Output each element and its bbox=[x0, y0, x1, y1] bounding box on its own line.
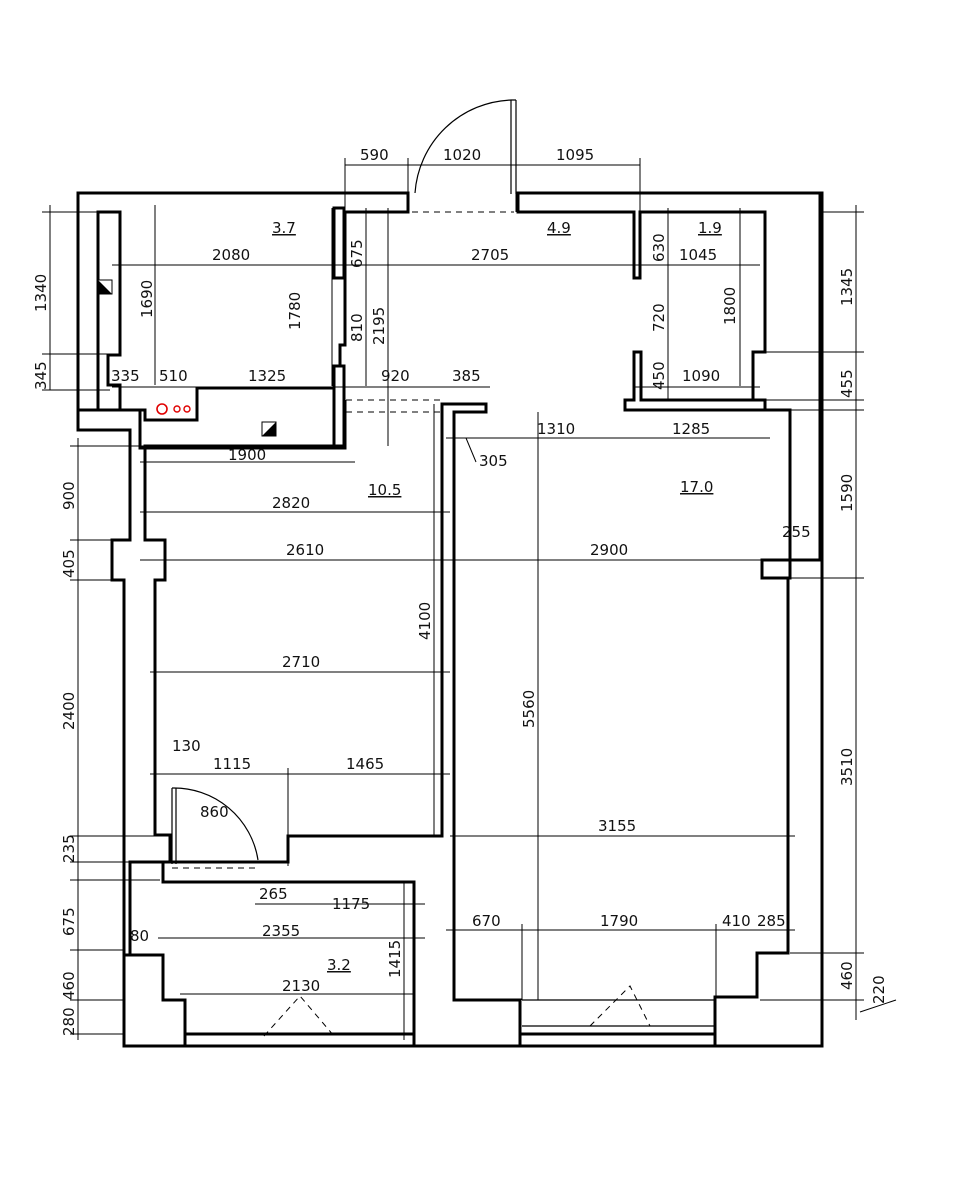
dim-label: 2080 bbox=[212, 246, 250, 264]
room-area-living: 17.0 bbox=[680, 478, 713, 496]
room-area-hall: 4.9 bbox=[547, 219, 571, 237]
dim-label: 1465 bbox=[346, 755, 384, 773]
dim-label: 5560 bbox=[520, 690, 538, 728]
dim-label: 1345 bbox=[838, 268, 856, 306]
dim-label: 2195 bbox=[370, 307, 388, 345]
dim-label: 2355 bbox=[262, 922, 300, 940]
wall-central-partition bbox=[161, 402, 522, 1048]
dim-label: 675 bbox=[60, 907, 78, 936]
wall-balcony-left bbox=[122, 953, 187, 1048]
dim-label: 675 bbox=[348, 239, 366, 268]
dim-label: 2710 bbox=[282, 653, 320, 671]
dim-label: 460 bbox=[838, 961, 856, 990]
room-labels: 3.7 4.9 1.9 10.5 17.0 3.2 bbox=[272, 219, 722, 974]
dim-label: 285 bbox=[757, 912, 786, 930]
dim-label: 720 bbox=[650, 303, 668, 332]
dim-label: 1095 bbox=[556, 146, 594, 164]
dim-label: 2130 bbox=[282, 977, 320, 995]
wall-balcony-bottom bbox=[183, 1032, 416, 1048]
wall-living-bottom bbox=[518, 1032, 717, 1048]
wall-top-right bbox=[516, 191, 822, 580]
ventilation-icon-bedroom-fill bbox=[262, 422, 276, 436]
room-area-bath: 1.9 bbox=[698, 219, 722, 237]
walls bbox=[76, 191, 824, 1048]
dim-label: 2705 bbox=[471, 246, 509, 264]
dim-label: 4100 bbox=[416, 602, 434, 640]
dim-label: 1790 bbox=[600, 912, 638, 930]
dim-label: 1340 bbox=[32, 274, 50, 312]
dim-label: 335 bbox=[111, 367, 140, 385]
dim-label: 630 bbox=[650, 233, 668, 262]
dimension-text: 590 1020 1095 2080 2705 1045 335 510 132… bbox=[32, 146, 888, 1036]
fixtures bbox=[97, 279, 277, 437]
dim-label: 130 bbox=[172, 737, 201, 755]
dim-label: 220 bbox=[870, 975, 888, 1004]
dim-label: 1590 bbox=[838, 474, 856, 512]
dim-label: 920 bbox=[381, 367, 410, 385]
dim-label: 1310 bbox=[537, 420, 575, 438]
dim-label: 1690 bbox=[138, 280, 156, 318]
wall-stub-kitchen-bottom bbox=[332, 364, 346, 448]
entrance-door-leaf bbox=[510, 99, 517, 194]
dim-label: 385 bbox=[452, 367, 481, 385]
riser-dot-icon-2 bbox=[183, 405, 191, 413]
room-area-balcony: 3.2 bbox=[327, 956, 351, 974]
dim-label: 1045 bbox=[679, 246, 717, 264]
dim-label: 265 bbox=[259, 885, 288, 903]
dim-label: 450 bbox=[650, 361, 668, 390]
dim-label: 1090 bbox=[682, 367, 720, 385]
dim-label: 410 bbox=[722, 912, 751, 930]
dim-label: 670 bbox=[472, 912, 501, 930]
dim-label: 2820 bbox=[272, 494, 310, 512]
dim-label: 2610 bbox=[286, 541, 324, 559]
dim-label: 235 bbox=[60, 834, 78, 863]
balcony-door-swing bbox=[263, 995, 335, 1037]
wall-right-outer bbox=[713, 191, 824, 1048]
dim-label: 305 bbox=[479, 452, 508, 470]
dimension-lines bbox=[42, 158, 897, 1040]
dim-label: 1325 bbox=[248, 367, 286, 385]
wall-top-left bbox=[76, 191, 410, 422]
wall-stub-kitchen-top bbox=[332, 206, 346, 280]
entrance-door-arc bbox=[414, 99, 512, 194]
dim-label: 80 bbox=[130, 927, 149, 945]
dim-label: 860 bbox=[200, 803, 229, 821]
dim-label: 590 bbox=[360, 146, 389, 164]
dim-label: 1415 bbox=[386, 940, 404, 978]
dim-label: 3510 bbox=[838, 748, 856, 786]
dim-label: 510 bbox=[159, 367, 188, 385]
dim-label: 345 bbox=[32, 361, 50, 390]
dim-label: 1175 bbox=[332, 895, 370, 913]
room-area-bedroom: 10.5 bbox=[368, 481, 401, 499]
bedroom-door-leaf bbox=[171, 788, 177, 864]
dim-label: 1780 bbox=[286, 292, 304, 330]
living-door-swing bbox=[589, 985, 651, 1027]
dim-label: 810 bbox=[348, 313, 366, 342]
dim-label: 455 bbox=[838, 369, 856, 398]
dim-label: 2400 bbox=[60, 692, 78, 730]
dim-label: 460 bbox=[60, 971, 78, 1000]
dim-label: 255 bbox=[782, 523, 811, 541]
dim-label: 3155 bbox=[598, 817, 636, 835]
dim-label: 1800 bbox=[721, 287, 739, 325]
bedroom-door-arc bbox=[171, 787, 259, 861]
ventilation-icon-kitchen-fill bbox=[98, 280, 112, 294]
dim-label: 1900 bbox=[228, 446, 266, 464]
dim-label: 280 bbox=[60, 1007, 78, 1036]
dim-label: 405 bbox=[60, 549, 78, 578]
dim-label: 1285 bbox=[672, 420, 710, 438]
dim-label: 1020 bbox=[443, 146, 481, 164]
doors bbox=[171, 99, 715, 1037]
room-area-kitchen: 3.7 bbox=[272, 219, 296, 237]
dim-label: 2900 bbox=[590, 541, 628, 559]
dim-label: 900 bbox=[60, 481, 78, 510]
dim-label: 1115 bbox=[213, 755, 251, 773]
riser-circle-icon bbox=[156, 403, 168, 415]
riser-dot-icon bbox=[173, 405, 181, 413]
